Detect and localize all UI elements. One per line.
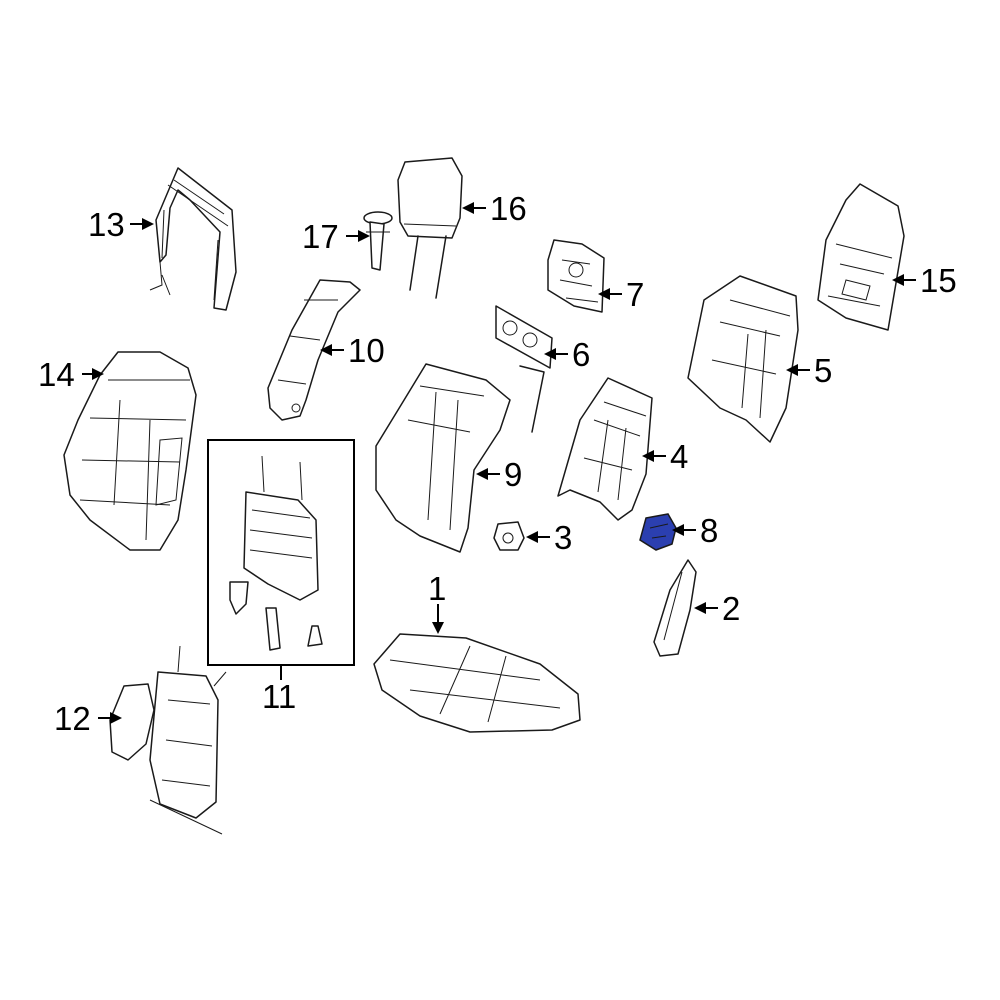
callout-3: 3 [554,519,572,556]
part-12-seat-frame [109,645,227,835]
part-3-nut [493,521,525,551]
callout-4: 4 [670,438,688,475]
part-14-seat-back-cover [63,351,197,551]
callout-16: 16 [490,190,527,227]
callout-12: 12 [54,700,91,737]
part-6-lumbar-plate [495,305,553,433]
callout-17: 17 [302,218,339,255]
part-11-box [207,439,355,666]
callout-9: 9 [504,456,522,493]
part-8-clip-highlighted [639,513,677,551]
part-17-headrest-guide [363,211,393,271]
callout-labels: 1 2 3 4 5 6 7 8 9 10 11 12 13 14 15 16 1… [38,190,957,737]
part-13-frame-wire [149,167,237,311]
callout-7: 7 [626,276,644,313]
part-16-headrest [397,157,463,299]
callout-13: 13 [88,206,125,243]
callout-10: 10 [348,332,385,369]
callout-2: 2 [722,590,740,627]
part-9-seat-back-foam [375,363,511,553]
callout-6: 6 [572,336,590,373]
callout-8: 8 [700,512,718,549]
callout-1: 1 [428,570,446,607]
part-5-back-frame [687,275,799,443]
part-7-module [547,239,605,313]
callout-15: 15 [920,262,957,299]
part-2-trim-panel [653,559,697,657]
part-15-back-panel [817,183,905,331]
callout-5: 5 [814,352,832,389]
part-10-side-trim [267,279,361,421]
callout-14: 14 [38,356,75,393]
callout-leaders [82,202,916,724]
callout-11: 11 [262,678,296,715]
part-4-inner-frame [557,377,653,521]
part-1-seat-cushion [373,633,581,733]
